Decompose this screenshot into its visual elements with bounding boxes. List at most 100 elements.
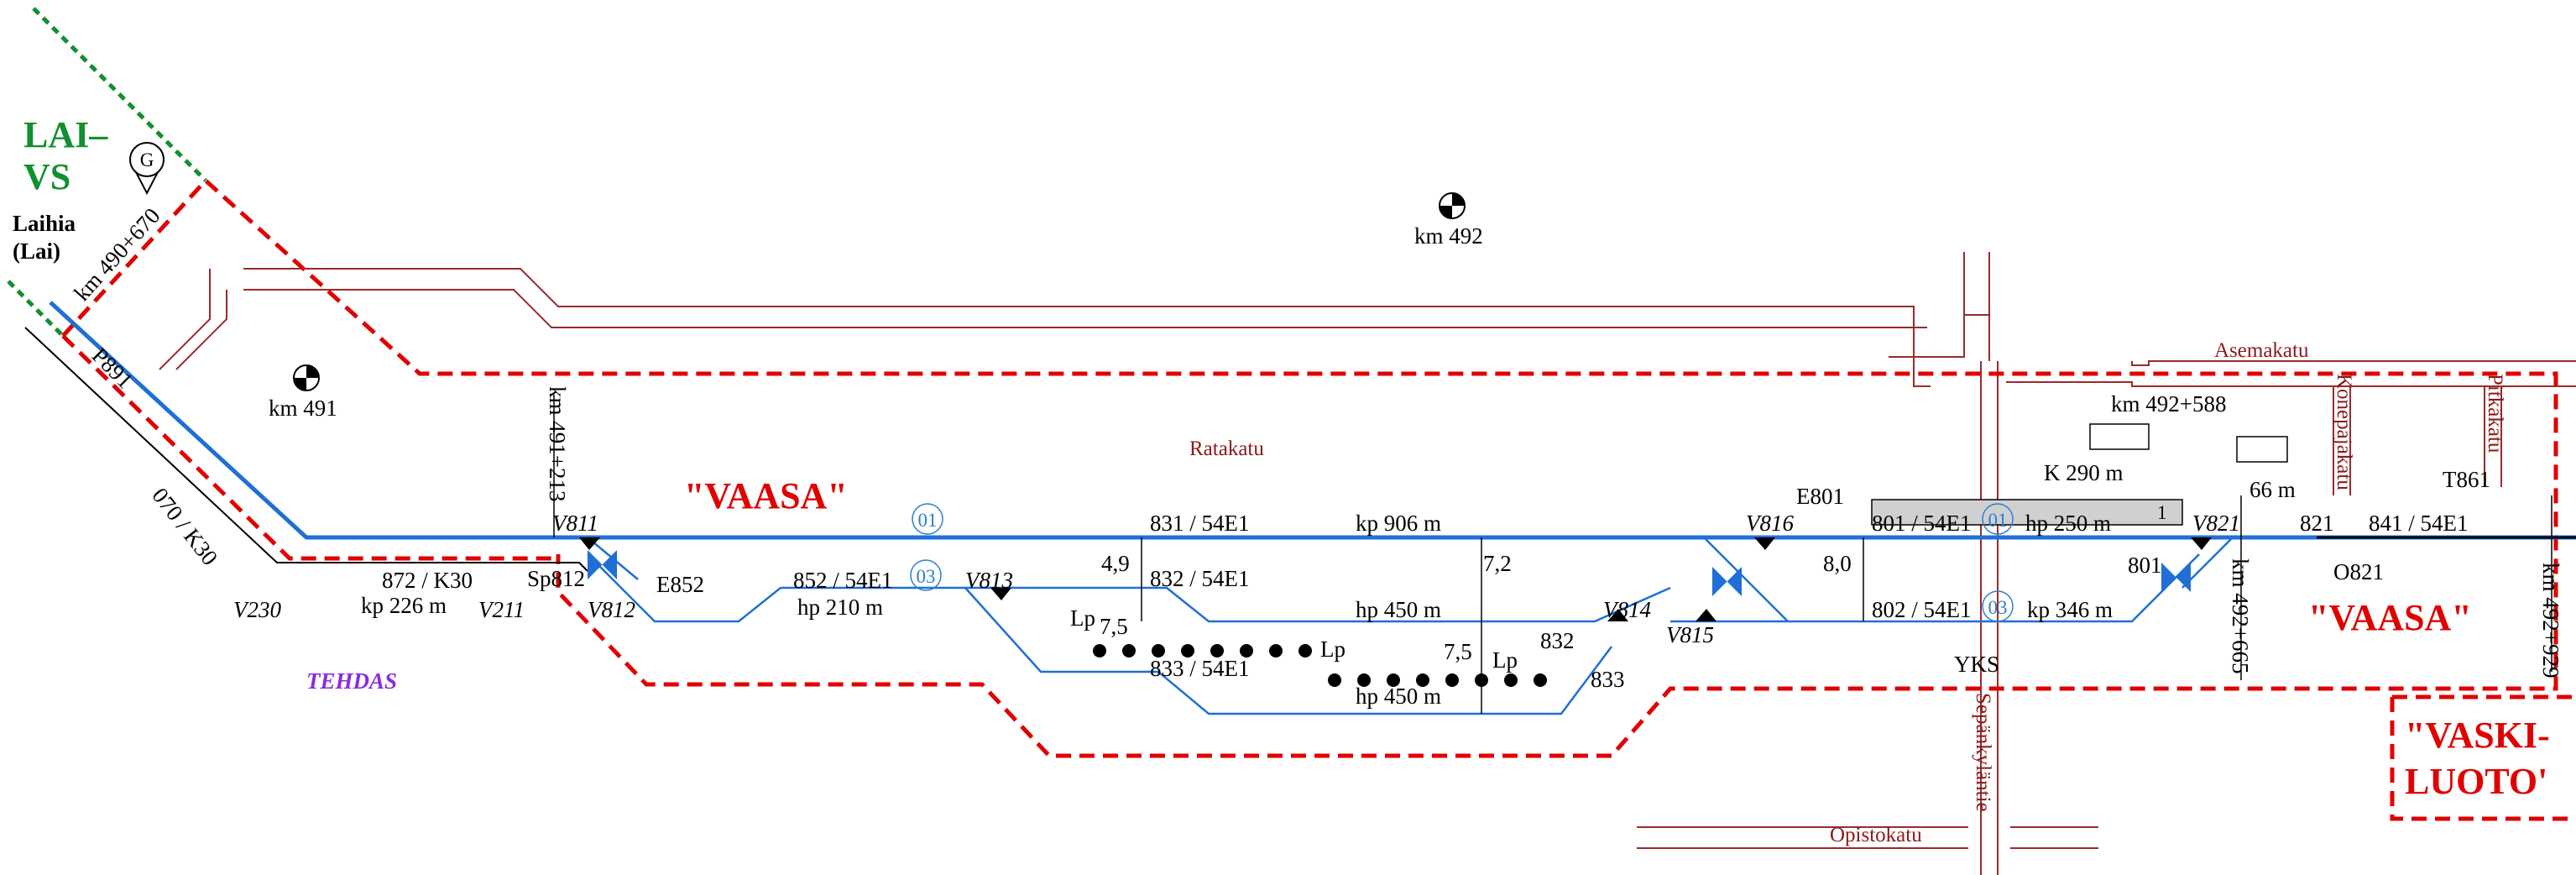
signal-801: 801 <box>2128 553 2162 578</box>
area-labels: LAI– VS Laihia (Lai) "VAASA" "VAASA" "VA… <box>13 114 2550 802</box>
signal-v814: V814 <box>1603 597 1651 622</box>
kp-226-label: kp 226 m <box>361 593 447 618</box>
switch-markers[interactable] <box>588 550 2191 596</box>
street-network <box>159 252 2576 875</box>
km-491-marker <box>293 364 320 391</box>
track-833-label: 833 / 54E1 <box>1150 656 1250 681</box>
g-marker-label: G <box>140 149 154 170</box>
circuit-03b: 03 <box>1988 597 2008 618</box>
signal-833: 833 <box>1591 667 1625 692</box>
signal-p891: P891 <box>87 343 138 393</box>
signal-e852: E852 <box>656 572 704 597</box>
signal-sp812: Sp812 <box>527 566 585 591</box>
building-2 <box>2236 436 2288 463</box>
street-labels: Ratakatu Asemakatu Konepajakatu Pitkäkat… <box>1189 339 2506 846</box>
track-801-label: 801 / 54E1 <box>1872 511 1972 536</box>
track-labels: 070 / K30 872 / K30 kp 226 m 852 / 54E1 … <box>147 460 2468 709</box>
dim-8-0: 8,0 <box>1823 551 1852 576</box>
track-831-label: 831 / 54E1 <box>1150 511 1250 536</box>
signal-labels: V230 V211 V811 V812 V813 V814 V815 V816 … <box>87 343 2490 692</box>
k-290-label: K 290 m <box>2044 460 2124 485</box>
signal-triangles <box>579 537 2212 621</box>
measurement-lines <box>553 395 2552 714</box>
dim-4-9: 4,9 <box>1101 551 1130 576</box>
vaasa-label-left: "VAASA" <box>684 475 848 516</box>
track-832-label: 832 / 54E1 <box>1150 566 1250 591</box>
signal-yks: YKS <box>1954 652 1999 677</box>
vaasa-boundary <box>61 177 2558 758</box>
signal-lp3: Lp <box>1492 647 1518 673</box>
m-66-label: 66 m <box>2249 477 2296 502</box>
street-opistokatu: Opistokatu <box>1830 824 1922 846</box>
km-492-marker <box>1439 192 1466 219</box>
lai-vs-label-1: LAI– <box>24 114 108 155</box>
circuit-03a: 03 <box>917 566 936 587</box>
tehdas-label: TEHDAS <box>306 668 397 694</box>
signal-v211: V211 <box>478 597 525 622</box>
lamp-row <box>1093 644 1547 687</box>
street-asemakatu: Asemakatu <box>2214 339 2309 362</box>
lai-vs-boundary <box>7 7 207 338</box>
track-821-label: 821 <box>2300 511 2334 536</box>
circuit-markers: 01 03 01 03 <box>910 503 2014 622</box>
track-833[interactable] <box>964 587 1612 715</box>
platform-801 <box>1871 499 2183 526</box>
vaskiluoto-label-1: "VASKI- <box>2405 715 2550 756</box>
dim-7-5a: 7,5 <box>1100 614 1128 639</box>
track-872-label: 872 / K30 <box>382 568 473 593</box>
g-marker: G <box>129 142 165 196</box>
dim-7-5b: 7,5 <box>1444 639 1472 664</box>
lai-vs-label-2: VS <box>24 156 71 197</box>
signal-e801: E801 <box>1796 484 1844 509</box>
signal-v816: V816 <box>1746 511 1794 536</box>
street-ratakatu: Ratakatu <box>1189 438 1264 460</box>
vaskiluoto-boundary <box>2390 694 2576 821</box>
street-sepankylante: Sepänkyläntie <box>1972 693 1994 812</box>
signal-o821: O821 <box>2333 559 2384 584</box>
circuit-01a: 01 <box>918 510 938 531</box>
signal-lp2: Lp <box>1320 637 1345 662</box>
km-492-929: km 492+929 <box>2538 563 2563 678</box>
km-491: km 491 <box>269 396 337 421</box>
hp-450a-label: hp 450 m <box>1356 597 1441 622</box>
kp-906-label: kp 906 m <box>1356 511 1441 536</box>
laihia-label-1: Laihia <box>13 211 76 236</box>
km-492-665: km 492+665 <box>2228 558 2253 673</box>
street-konepajakatu: Konepajakatu <box>2333 374 2355 490</box>
track-802[interactable] <box>1670 553 2200 623</box>
street-pitkakatu: Pitkäkatu <box>2484 374 2506 453</box>
track-852-label: 852 / 54E1 <box>793 568 893 593</box>
signal-v230: V230 <box>233 597 281 622</box>
km-492: km 492 <box>1414 223 1483 249</box>
signal-832: 832 <box>1540 628 1575 653</box>
km-492-588: km 492+588 <box>2111 391 2226 417</box>
signal-v811: V811 <box>552 511 598 536</box>
kp-346-label: kp 346 m <box>2027 597 2113 622</box>
track-070 <box>24 327 588 572</box>
signal-v821: V821 <box>2192 511 2240 536</box>
vaasa-label-right: "VAASA" <box>2308 597 2472 638</box>
signal-v812: V812 <box>588 597 635 622</box>
building-1 <box>2089 423 2150 450</box>
signal-lp1: Lp <box>1070 605 1095 631</box>
hp-210-label: hp 210 m <box>797 595 883 620</box>
dim-7-2: 7,2 <box>1483 551 1512 576</box>
signal-v815: V815 <box>1666 622 1714 647</box>
signal-t861: T861 <box>2443 467 2490 492</box>
km-490-670: km 490+670 <box>69 203 165 306</box>
track-802-label: 802 / 54E1 <box>1872 597 1972 622</box>
laihia-label-2: (Lai) <box>13 238 60 264</box>
signal-v813: V813 <box>965 568 1013 593</box>
circuit-01b: 01 <box>1988 510 2008 531</box>
vaskiluoto-label-2: LUOTO' <box>2405 761 2547 802</box>
track-832[interactable] <box>587 553 1671 623</box>
km-491-213: km 491+213 <box>545 386 570 501</box>
hp-250-label: hp 250 m <box>2025 511 2111 536</box>
platform-number: 1 <box>2157 502 2167 523</box>
main-track-831[interactable] <box>49 301 2576 540</box>
track-070-label: 070 / K30 <box>147 483 222 570</box>
hp-450b-label: hp 450 m <box>1356 684 1441 709</box>
track-841-label: 841 / 54E1 <box>2369 511 2469 536</box>
